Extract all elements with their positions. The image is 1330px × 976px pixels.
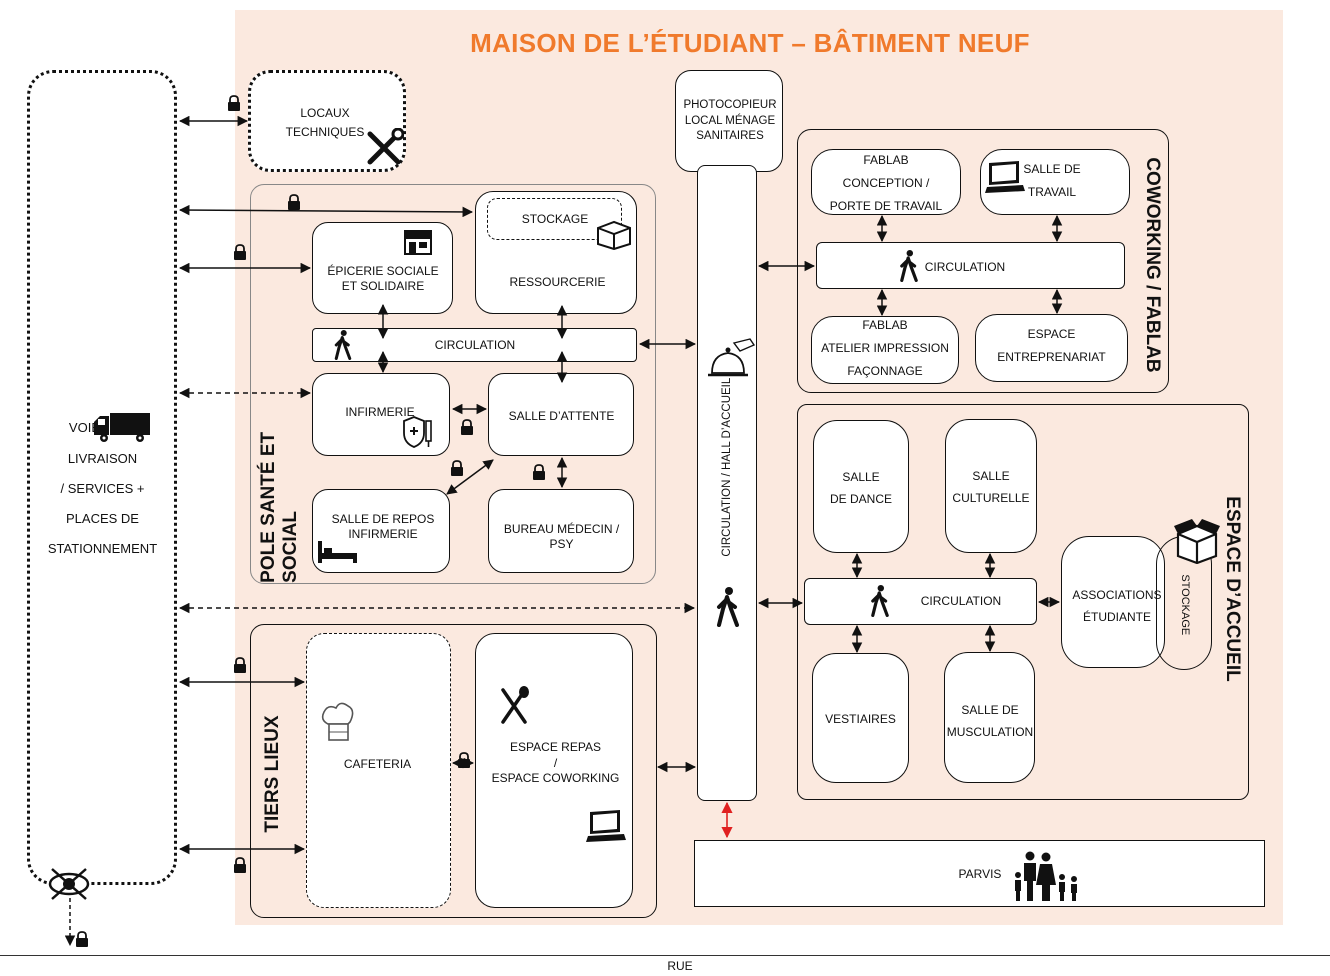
accueil-circulation <box>804 578 1037 625</box>
salle-culturelle-label: SALLE CULTURELLE <box>952 469 1030 505</box>
locaux-techniques-label: LOCAUX TECHNIQUES <box>285 106 365 140</box>
delivery-zone-line1: VOIE <box>68 420 100 435</box>
salle-attente-label: SALLE D’ATTENTE <box>508 409 615 423</box>
reception-bell-icon <box>708 338 756 377</box>
infirmerie-box <box>312 373 450 456</box>
photocopieur-box <box>675 70 783 172</box>
cafeteria-box <box>306 633 451 908</box>
pedestrian-icon <box>334 330 352 360</box>
salle-travail-label: SALLE DE TRAVAIL <box>1023 162 1081 199</box>
medical-shield-icon <box>403 416 432 448</box>
stockage-label: STOCKAGE <box>521 212 589 226</box>
surveillance-eye-icon <box>48 868 90 900</box>
fablab-atelier-label: FABLAB ATELIER IMPRESSION FAÇONNAGE <box>821 318 949 378</box>
bureau-medecin-box <box>488 489 634 573</box>
fablab-conception-label: FABLAB CONCEPTION / PORTE DE TRAVAIL <box>829 153 943 213</box>
ressourcerie-label: RESSOURCERIE <box>509 275 606 289</box>
vestiaires-box <box>812 653 909 783</box>
infirmerie-label: INFIRMERIE <box>345 405 415 419</box>
cafeteria-label: CAFETERIA <box>343 757 412 771</box>
tiers-lieux-zone <box>250 624 657 918</box>
coworking-circulation-label: CIRCULATION <box>924 260 1006 274</box>
photocopieur-label: PHOTOCOPIEUR LOCAL MÉNAGE SANITAIRES <box>683 99 777 143</box>
salle-repos-label: SALLE DE REPOS INFIRMERIE <box>331 512 435 541</box>
truck-icon <box>94 413 150 442</box>
ressourcerie-box <box>475 191 637 314</box>
tools-icon <box>367 128 404 165</box>
laptop-icon <box>586 810 626 842</box>
salle-culturelle-box <box>945 419 1037 553</box>
salle-musculation-label: SALLE DE MUSCULATION <box>946 703 1034 739</box>
box-icon <box>1174 519 1220 564</box>
associations-label: ASSOCIATIONS ÉTUDIANTE <box>1072 588 1162 624</box>
fablab-atelier-box <box>811 316 959 384</box>
pole-circulation <box>312 328 637 362</box>
espace-repas-label: ESPACE REPAS / ESPACE COWORKING <box>491 740 620 786</box>
chef-hat-icon <box>321 702 354 741</box>
associations-box <box>1061 536 1165 668</box>
pole-circulation-label: CIRCULATION <box>434 338 516 352</box>
salle-dance-label: SALLE DE DANCE <box>829 470 892 506</box>
parvis-label: PARVIS <box>958 867 1002 881</box>
utensils-icon <box>501 686 529 724</box>
delivery-zone-line5: STATIONNEMENT <box>47 541 158 556</box>
coworking-circulation <box>816 242 1125 289</box>
box-icon <box>597 220 631 250</box>
street-line <box>0 955 1330 956</box>
street-label: RUE <box>667 959 693 973</box>
salle-dance-box <box>813 420 909 553</box>
delivery-zone-line4: PLACES DE <box>66 511 139 526</box>
pedestrian-icon <box>900 250 918 282</box>
pedestrian-icon <box>717 587 739 627</box>
salle-attente-box <box>488 373 634 456</box>
bed-icon <box>318 541 357 563</box>
delivery-zone <box>27 70 177 885</box>
delivery-zone-line2: LIVRAISON <box>67 451 138 466</box>
parvis-box <box>694 840 1265 907</box>
epicerie-label: ÉPICERIE SOCIALE ET SOLIDAIRE <box>327 264 439 293</box>
pedestrian-icon <box>871 585 889 617</box>
pole-sante-zone <box>250 184 656 584</box>
vestiaires-label: VESTIAIRES <box>825 712 896 726</box>
shop-icon <box>404 230 432 255</box>
espace-entrepreneuriat-box <box>975 314 1128 382</box>
diagram-title: MAISON DE L’ÉTUDIANT – BÂTIMENT NEUF <box>470 28 1030 58</box>
salle-musculation-box <box>944 652 1035 783</box>
fablab-conception-box <box>811 149 961 215</box>
bureau-medecin-label: BUREAU MÉDECIN / PSY <box>503 522 620 551</box>
accueil-circulation-label: CIRCULATION <box>920 594 1002 608</box>
hall-corridor <box>697 165 757 801</box>
delivery-zone-line3: / SERVICES + <box>60 481 145 496</box>
family-icon <box>1015 851 1077 901</box>
espace-repas-box <box>475 633 633 908</box>
laptop-icon <box>985 161 1025 193</box>
stockage-box <box>487 198 622 240</box>
espace-entrepreneuriat-label: ESPACE ENTREPRENARIAT <box>997 327 1106 364</box>
